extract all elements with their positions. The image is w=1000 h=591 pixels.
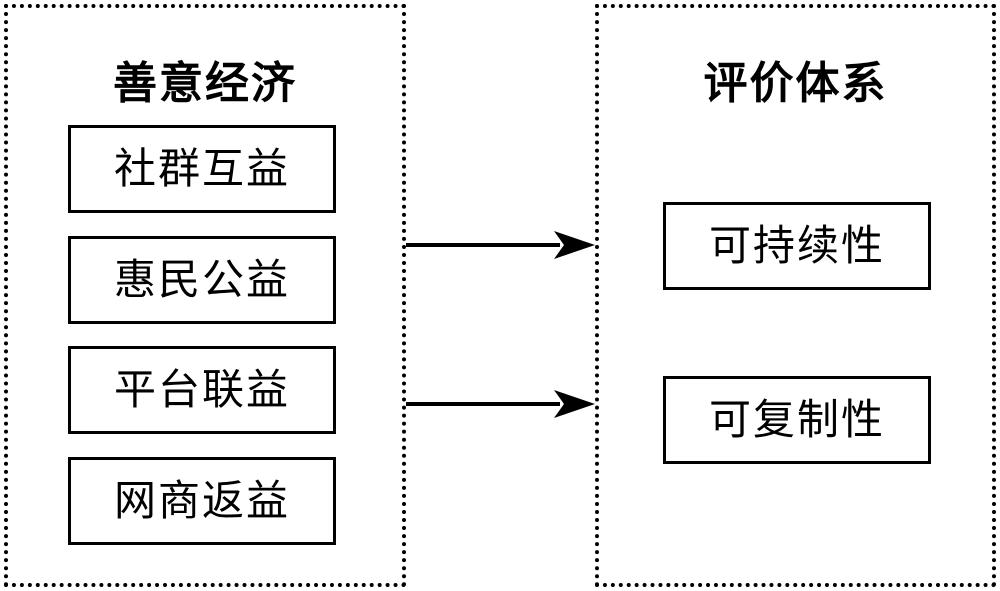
item-public-welfare: 惠民公益 [68,236,336,324]
evaluation-system-group: 评价体系 [595,4,996,587]
good-economy-group: 善意经济 [4,4,406,587]
arrowhead-icon [554,390,595,418]
item-sustainability: 可持续性 [663,202,931,290]
item-community-mutual-benefit: 社群互益 [68,125,336,213]
good-economy-title: 善意经济 [113,58,297,109]
arrow-lower [406,390,595,418]
item-platform-alliance: 平台联益 [68,346,336,434]
arrowhead-icon [554,231,595,259]
evaluation-system-title: 评价体系 [703,58,888,109]
arrow-upper [406,231,595,259]
item-replicability: 可复制性 [663,376,931,464]
item-online-merchant-rebate: 网商返益 [68,457,336,545]
